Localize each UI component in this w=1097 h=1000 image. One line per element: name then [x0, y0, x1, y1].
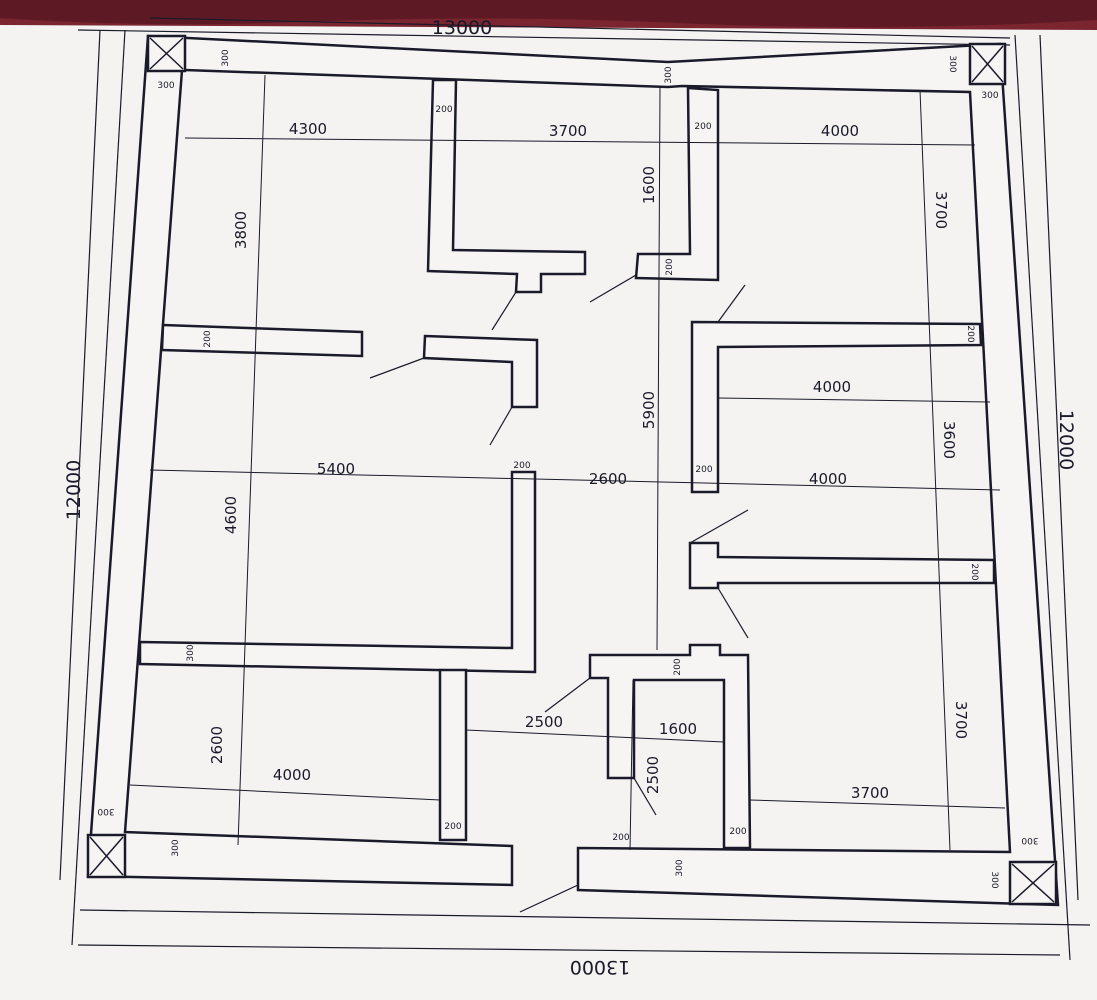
room-dim: 2600	[589, 470, 627, 488]
thickness-label: 200	[729, 827, 746, 837]
outer-wall	[86, 34, 1060, 907]
dim-bottom: 13000	[570, 956, 630, 978]
wall-top-center-left	[426, 78, 587, 294]
room-dim: 3700	[549, 122, 587, 140]
thickness-label: 300	[171, 839, 181, 856]
dim-top: 13000	[432, 17, 492, 39]
dim-right: 12000	[1055, 410, 1077, 470]
wall-thickness-labels: 300 300 300 300 300 300 300 300 300 300 …	[97, 49, 1038, 889]
axis-lines	[129, 74, 1006, 851]
thickness-label: 200	[444, 822, 461, 832]
room-dim: 3800	[232, 211, 250, 249]
thickness-label: 200	[694, 122, 711, 132]
thickness-label: 300	[675, 859, 685, 876]
room-dim: 3700	[952, 701, 970, 739]
wall-right-lower	[688, 541, 996, 590]
thickness-label: 300	[157, 81, 174, 91]
dimension-lines	[59, 17, 1091, 961]
wall-right-upper	[690, 320, 983, 494]
room-dim: 5400	[317, 460, 355, 478]
thickness-label: 300	[186, 644, 196, 661]
thickness-label: 300	[947, 55, 957, 72]
wall-left-upper	[160, 323, 364, 358]
room-dim: 3600	[940, 421, 958, 459]
thickness-label: 200	[203, 330, 213, 347]
room-dim: 3700	[932, 191, 950, 229]
walls	[86, 34, 1060, 907]
thickness-label: 200	[695, 465, 712, 475]
room-dim: 2500	[525, 713, 563, 731]
wall-bottom-left-vert	[438, 668, 468, 842]
paper-sheet	[0, 25, 1097, 1000]
thickness-label: 200	[435, 105, 452, 115]
thickness-label: 300	[664, 66, 674, 83]
room-dim: 4600	[222, 496, 240, 534]
room-dim: 2600	[208, 726, 226, 764]
corner-x-marks	[89, 37, 1055, 903]
room-dim: 4000	[813, 378, 851, 396]
room-dim: 4000	[273, 766, 311, 784]
thickness-label: 200	[665, 258, 675, 275]
room-dim: 4300	[289, 120, 327, 138]
room-dimension-labels: 4300 3700 4000 3800 1600 3700 4000 3600 …	[208, 120, 970, 802]
room-dim: 5900	[640, 391, 658, 429]
thickness-label: 200	[969, 563, 979, 580]
thickness-label: 300	[97, 806, 114, 816]
dim-left: 12000	[63, 460, 85, 520]
room-dim: 4000	[821, 122, 859, 140]
thickness-label: 300	[981, 91, 998, 101]
thickness-label: 300	[1021, 835, 1038, 845]
thickness-label: 200	[513, 461, 530, 471]
wall-left-lower	[138, 470, 537, 674]
thickness-label: 200	[673, 658, 683, 675]
thickness-label: 200	[612, 833, 629, 843]
thickness-label: 300	[989, 871, 999, 888]
door-swings	[369, 274, 749, 913]
thickness-label: 300	[221, 49, 231, 66]
room-dim: 1600	[659, 720, 697, 738]
room-dim: 1600	[640, 166, 658, 204]
room-dim: 4000	[809, 470, 847, 488]
wall-top-center-right	[634, 86, 720, 282]
room-dim: 3700	[851, 784, 889, 802]
room-dim: 2500	[644, 756, 662, 794]
thickness-label: 200	[965, 325, 975, 342]
wall-bottom-center	[588, 643, 752, 850]
outer-dimension-labels: 13000 13000 12000 12000	[63, 17, 1077, 978]
